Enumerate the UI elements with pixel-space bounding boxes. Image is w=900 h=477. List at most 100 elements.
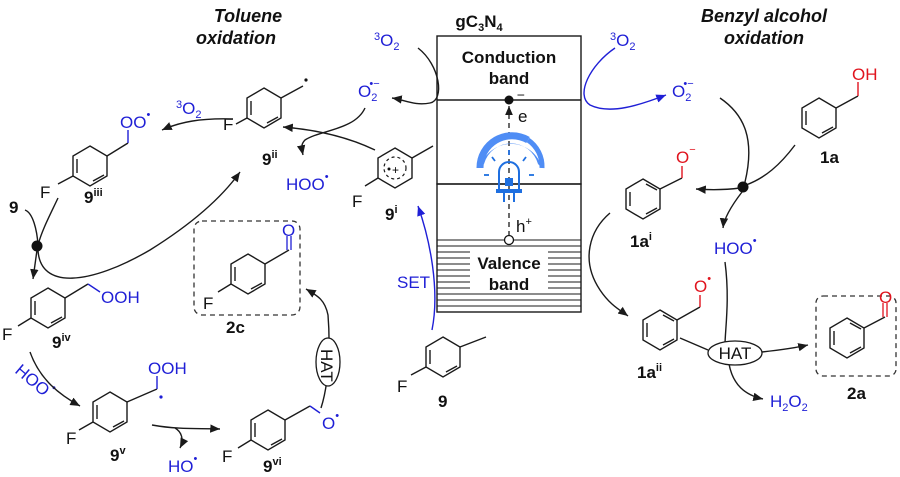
svg-text:e: e (518, 107, 527, 126)
hat-ellipse-left (315, 337, 341, 387)
conduction-band-label: Conduction band (462, 48, 556, 88)
arrow-set (417, 205, 436, 331)
arrow-1a-to-junction-right (745, 144, 796, 186)
product-box-2a (815, 295, 897, 377)
svg-text:1ai: 1ai (630, 231, 652, 251)
svg-text:O•: O• (322, 410, 339, 433)
triplet-o2-left: 3O2 (374, 31, 399, 53)
led-lamp-icon (476, 132, 545, 202)
title-benzyl-alcohol-oxidation: Benzyl alcohol oxidation (701, 6, 828, 48)
svg-text:9: 9 (438, 392, 447, 411)
superoxide-right: O2•− (672, 78, 694, 104)
arrow-o2-to-superoxide-left (391, 47, 440, 105)
junction-dot-left (31, 240, 43, 252)
hoo-radical-left: HOO• (286, 171, 329, 194)
triplet-o2-toluene: 3O2 (176, 99, 201, 121)
svg-text:oxidation: oxidation (724, 28, 804, 48)
svg-text:F: F (352, 192, 362, 211)
valence-band-label: Valence band (477, 254, 540, 294)
hoo-radical-right: HOO• (714, 235, 757, 258)
electron-dot (504, 95, 514, 105)
svg-text:1a: 1a (820, 148, 839, 167)
svg-text:Benzyl alcohol: Benzyl alcohol (701, 6, 828, 26)
compound-9v: OOH F 9v (66, 359, 187, 465)
svg-text:F: F (66, 429, 76, 448)
compound-1a: OH 1a (801, 65, 878, 167)
arrow-junction-to-9iv (30, 249, 39, 280)
hole-label: h+ (516, 216, 532, 236)
svg-text:OOH: OOH (101, 288, 140, 307)
compound-2c: O F (203, 221, 295, 313)
label-2c: 2c (226, 318, 245, 337)
compound-9iii: OO• F 9iii (40, 109, 150, 207)
arrow-9iv-to-9v (29, 351, 81, 407)
svg-text:O−: O− (676, 144, 696, 167)
reagent-9-label: 9 (9, 198, 18, 217)
svg-text:band: band (489, 275, 530, 294)
compound-9: F 9 (397, 336, 487, 411)
arrow-hat-to-2a (761, 343, 809, 353)
electron-label: e ‾ (517, 93, 527, 126)
set-label: SET (397, 273, 430, 292)
arrow-1aii-into-hat (679, 337, 709, 351)
svg-text:OO•: OO• (120, 109, 150, 132)
arrow-9v-to-9vi (151, 424, 221, 433)
arrow-hat-to-h2o2 (728, 363, 764, 401)
catalyst-label: gC3N4 (455, 12, 503, 34)
svg-text:Toluene: Toluene (214, 6, 282, 26)
hat-label-left: HAT (317, 349, 336, 382)
compound-9vi: O• F 9vi (222, 405, 339, 476)
svg-text:F: F (222, 447, 232, 466)
svg-text:F: F (223, 115, 233, 134)
product-box-2c (193, 220, 301, 316)
arrow-superoxide-to-junction-right (719, 97, 750, 183)
svg-text:9i: 9i (385, 204, 398, 224)
svg-text:F: F (2, 325, 12, 344)
superoxide-left: O2•− (358, 78, 380, 104)
arrow-junction-to-1ai (695, 185, 741, 194)
svg-text:1aii: 1aii (637, 362, 662, 382)
arrow-release-ho (174, 427, 189, 449)
arrow-superoxide-to-hoo (296, 107, 366, 156)
svg-text:oxidation: oxidation (196, 28, 276, 48)
junction-dot-right (737, 181, 749, 193)
svg-text:Conduction: Conduction (462, 48, 556, 67)
svg-text:OH: OH (852, 65, 878, 84)
svg-text:+: + (392, 163, 399, 177)
valence-band-hatch (437, 239, 581, 307)
compound-2a: O (829, 288, 892, 359)
svg-text:9ii: 9ii (262, 149, 278, 169)
title-toluene-oxidation: Toluene oxidation (196, 6, 282, 48)
svg-text:gC3N4: gC3N4 (455, 12, 503, 34)
svg-text:F: F (397, 377, 407, 396)
arrow-9iii-to-junction (37, 197, 59, 246)
compound-9ii: F 9ii (223, 78, 308, 169)
arrow-9-to-junction (24, 209, 39, 246)
h2o2-label: H2O2 (770, 392, 808, 414)
svg-text:9iv: 9iv (52, 332, 72, 352)
svg-text:F: F (203, 294, 213, 313)
compound-1aii: O• 1aii (637, 273, 711, 382)
triplet-o2-right: 3O2 (610, 31, 635, 53)
arrow-junction-to-9ii (37, 171, 241, 279)
svg-text:band: band (489, 69, 530, 88)
svg-text:F: F (40, 183, 50, 202)
label-2a: 2a (847, 384, 866, 403)
hole-circle (503, 234, 515, 246)
svg-text:9vi: 9vi (263, 456, 282, 476)
svg-text:9v: 9v (110, 445, 126, 465)
svg-text:Valence: Valence (477, 254, 540, 273)
hat-ellipse-right (707, 340, 763, 366)
arrow-1ai-to-1aii (588, 212, 629, 317)
arrow-junction-to-hoo (719, 191, 743, 229)
hat-label-right: HAT (719, 344, 752, 363)
arrow-hoo-into-hat (724, 261, 728, 346)
arrow-o2-to-superoxide-right (583, 47, 667, 110)
arrow-9i-to-9ii (282, 123, 376, 151)
compound-1ai: O− 1ai (625, 144, 696, 251)
svg-text:OOH: OOH (148, 359, 187, 378)
svg-text:O: O (879, 288, 892, 307)
arrow-9ii-to-9iii (161, 118, 234, 131)
ho-radical: HO• (168, 453, 198, 476)
